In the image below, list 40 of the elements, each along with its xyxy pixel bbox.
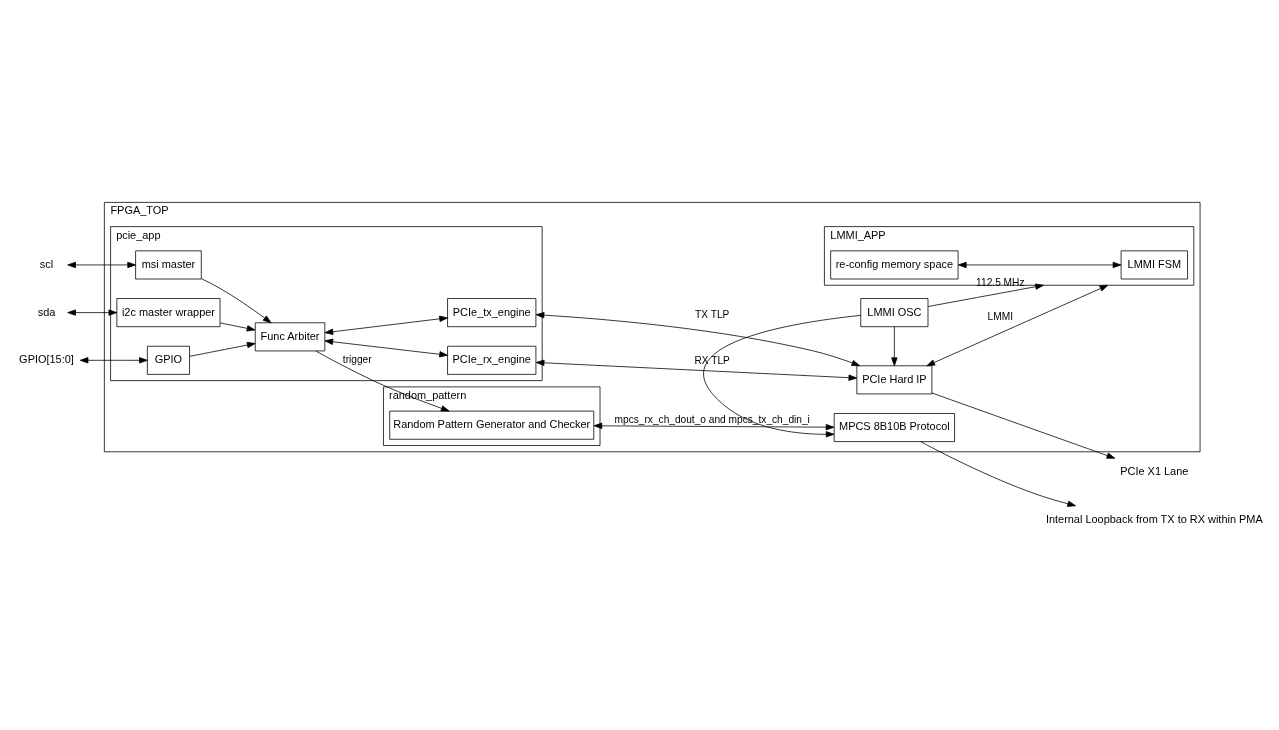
arrow xyxy=(219,322,256,332)
arrow xyxy=(315,350,450,412)
arrow xyxy=(201,278,272,324)
arrow xyxy=(593,422,835,431)
node-text: scl xyxy=(39,257,54,270)
node-box: PCIe_tx_engine xyxy=(447,298,537,328)
arrow xyxy=(324,338,448,358)
node-text: Internal Loopback from TX to RX within PMA xyxy=(1045,512,1263,525)
node-box: LMMI OSC xyxy=(860,298,929,328)
edge-label: RX TLP xyxy=(694,354,730,366)
arrow xyxy=(926,284,1109,367)
edge-label: trigger xyxy=(342,353,372,365)
arrow xyxy=(927,283,1044,307)
node-box: Random Pattern Generator and Checker xyxy=(389,410,595,440)
node-box: PCIe_rx_engine xyxy=(447,345,537,375)
arrow xyxy=(920,441,1076,507)
arrow xyxy=(67,309,118,316)
arrow xyxy=(189,341,256,357)
node-text: PCIe X1 Lane xyxy=(1120,465,1189,477)
node-box: Func Arbiter xyxy=(254,322,326,352)
arrow xyxy=(703,315,862,438)
node-box: i2c master wrapper xyxy=(116,298,221,328)
arrow xyxy=(535,312,861,367)
arrow xyxy=(891,326,898,367)
arrow xyxy=(957,261,1122,269)
node-text: GPIO[15:0] xyxy=(19,353,74,366)
arrow xyxy=(324,315,448,335)
node-text: sda xyxy=(37,305,56,318)
node-box: GPIO xyxy=(146,345,190,375)
node-box: msi master xyxy=(135,250,202,280)
arrow xyxy=(79,357,148,364)
arrow xyxy=(931,392,1116,459)
node-box: MPCS 8B10B Protocol xyxy=(833,413,955,442)
node-box: LMMI FSM xyxy=(1120,250,1188,280)
edge-label: TX TLP xyxy=(695,309,730,321)
arrow xyxy=(535,359,858,381)
edge-label: LMMI xyxy=(987,310,1013,322)
node-box: PCIe Hard IP xyxy=(856,365,933,395)
node-box: re-config memory space xyxy=(830,250,959,280)
arrow xyxy=(67,261,136,269)
